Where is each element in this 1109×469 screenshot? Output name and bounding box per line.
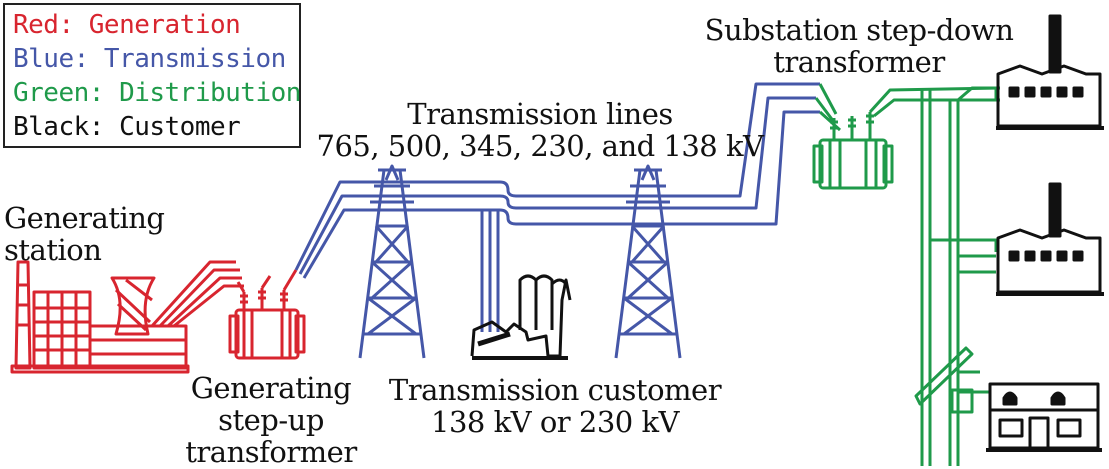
legend-distribution: Green: Distribution — [13, 78, 301, 108]
label-substation-transformer: Substation step-down transformer — [686, 14, 1032, 78]
label-transmission-lines-line1: Transmission lines — [407, 97, 673, 131]
customer-factory-2-icon — [996, 182, 1104, 296]
label-generating-station-line1: Generating — [4, 201, 165, 235]
legend: Red: Generation Blue: Transmission Green… — [3, 3, 301, 148]
generating-station-icon — [10, 260, 244, 374]
label-transmission-customer: Transmission customer 138 kV or 230 kV — [366, 374, 744, 438]
customer-factory-1-icon — [996, 14, 1104, 130]
customer-house-icon — [986, 382, 1102, 452]
label-transmission-customer-line1: Transmission customer — [388, 373, 722, 407]
substation-transformer-icon — [812, 83, 1001, 466]
label-step-up-line2: step-up — [218, 403, 324, 437]
transmission-lines-icon — [294, 82, 820, 359]
legend-generation: Red: Generation — [13, 10, 241, 40]
label-step-up-transformer: Generating step-up transformer — [176, 372, 366, 468]
label-transmission-customer-line2: 138 kV or 230 kV — [431, 405, 679, 439]
label-step-up-line3: transformer — [185, 435, 357, 469]
label-substation-line2: transformer — [773, 45, 945, 79]
transmission-customer-icon — [470, 274, 572, 360]
step-up-transformer-icon — [228, 269, 306, 360]
legend-customer: Black: Customer — [13, 112, 241, 142]
label-transmission-lines-line2: 765, 500, 345, 230, and 138 kV — [316, 129, 765, 163]
label-generating-station: Generating station — [4, 202, 165, 266]
label-generating-station-line2: station — [4, 233, 102, 267]
label-substation-line1: Substation step-down — [704, 13, 1014, 47]
legend-transmission: Blue: Transmission — [13, 44, 286, 74]
label-step-up-line1: Generating — [190, 371, 352, 405]
label-transmission-lines: Transmission lines 765, 500, 345, 230, a… — [312, 98, 768, 162]
